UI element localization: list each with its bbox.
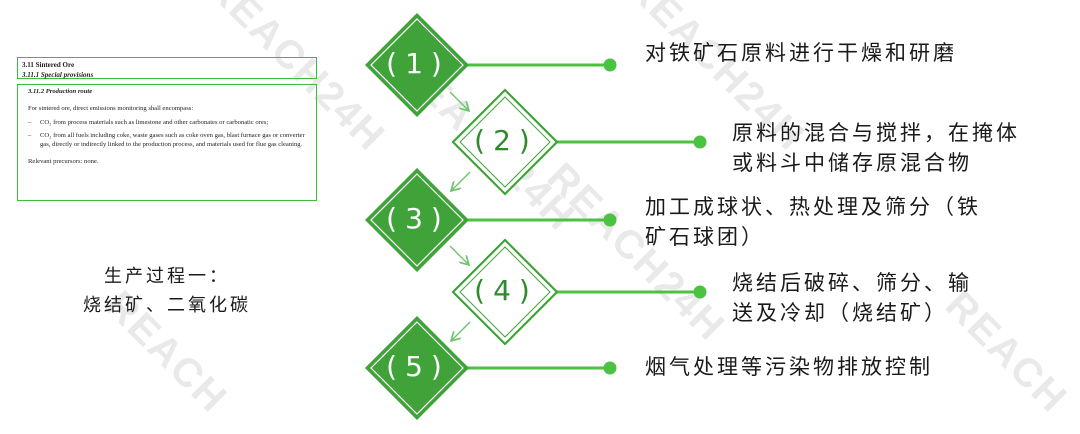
step-diamond-3 [365, 168, 469, 272]
arrow-1-2 [449, 91, 468, 110]
connector-dot-5 [603, 361, 617, 375]
flow-arrows [449, 91, 471, 340]
step-text-line: 烧结后破碎、筛分、输 [732, 271, 972, 295]
step-diamond-2 [451, 88, 559, 196]
step-text-3: 加工成球状、热处理及筛分（铁 矿石球团） [645, 192, 981, 252]
regulation-excerpt: 3.11 Sintered Ore 3.11.1 Special provisi… [17, 57, 317, 201]
step-text-line: 原料的混合与搅拌，在掩体 [732, 121, 1020, 145]
route-title: 3.11.2 Production route [28, 88, 93, 95]
step-text-4: 烧结后破碎、筛分、输 送及冷却（烧结矿） [732, 268, 972, 328]
bullet-text: CO₂ from process materials such as limes… [40, 118, 269, 126]
section-header-box: 3.11 Sintered Ore 3.11.1 Special provisi… [17, 57, 317, 79]
step-diamond-4 [451, 238, 559, 346]
step-number-4: (4) [474, 274, 538, 307]
step-diamond-5 [365, 316, 469, 420]
step-number-3: (3) [386, 202, 450, 235]
section-title: 3.11 Sintered Ore [22, 61, 75, 69]
connector-dot-2 [693, 135, 707, 149]
step-text-line: 矿石球团） [645, 225, 765, 249]
connector-dot-3 [603, 213, 617, 227]
arrow-3-4 [449, 245, 468, 264]
route-bullet: – CO₂ from all fuels including coke, was… [28, 132, 312, 150]
step-text-line: 送及冷却（烧结矿） [732, 301, 948, 325]
process-caption: 生产过程一： 烧结矿、二氧化碳 [62, 262, 272, 320]
connector-dot-1 [603, 58, 617, 72]
bullet-marker: – [28, 118, 32, 126]
step-text-line: 加工成球状、热处理及筛分（铁 [645, 195, 981, 219]
step-text-1: 对铁矿石原料进行干燥和研磨 [645, 38, 957, 68]
step-text-5: 烟气处理等污染物排放控制 [645, 352, 933, 382]
bullet-text: CO₂ from all fuels including coke, waste… [40, 132, 305, 149]
subsection-title: 3.11.1 Special provisions [22, 71, 94, 79]
step-text-line: 烟气处理等污染物排放控制 [645, 355, 933, 379]
step-number-2: (2) [474, 124, 538, 157]
route-intro: For sintered ore, direct emissions monit… [28, 104, 194, 112]
bullet-marker: – [28, 132, 32, 140]
arrow-4-5 [452, 321, 471, 340]
arrow-2-3 [452, 171, 471, 190]
precursors-note: Relevant precursors: none. [28, 157, 99, 165]
route-bullet: – CO₂ from process materials such as lim… [28, 119, 312, 128]
step-text-2: 原料的混合与搅拌，在掩体 或料斗中储存原混合物 [732, 118, 1020, 178]
step-text-line: 对铁矿石原料进行干燥和研磨 [645, 41, 957, 65]
step-number-1: (1) [386, 47, 450, 80]
production-route-box: 3.11.2 Production route For sintered ore… [17, 84, 317, 201]
caption-line-2: 烧结矿、二氧化碳 [83, 295, 251, 316]
connector-dot-4 [693, 285, 707, 299]
step-diamond-1 [365, 13, 469, 117]
step-number-5: (5) [386, 350, 450, 383]
step-text-line: 或料斗中储存原混合物 [732, 151, 972, 175]
caption-line-1: 生产过程一： [104, 266, 230, 287]
